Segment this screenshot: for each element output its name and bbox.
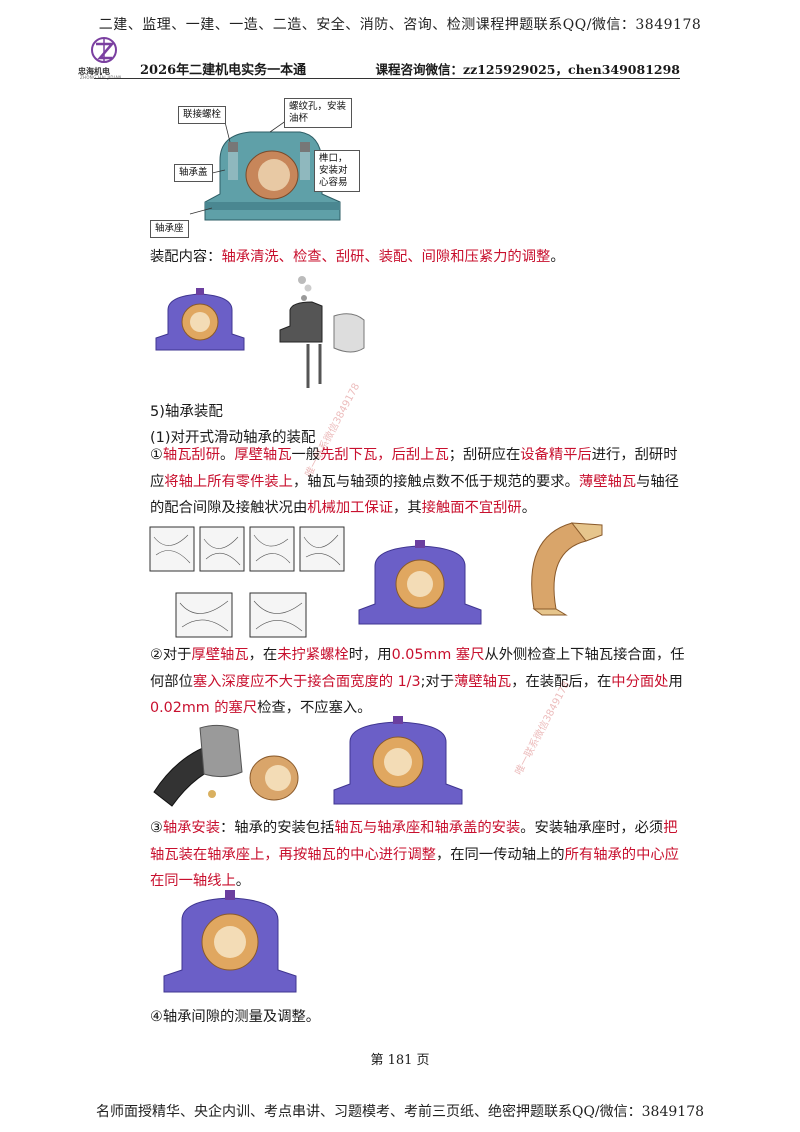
paragraph-clearance: ④轴承间隙的测量及调整。 (150, 1009, 321, 1025)
paragraph-scraping: ①轴瓦刮研。厚壁轴瓦一般先刮下瓦，后刮上瓦；刮研应在设备精平后进行，刮研时应将轴… (150, 447, 679, 516)
label-connecting-bolt: 联接螺栓 (178, 106, 227, 124)
pillow-block-bearing-image (333, 716, 463, 805)
paragraph-feeler-gauge: ②对于厚壁轴瓦，在未拧紧螺栓时，用0.05mm 塞尺从外侧检查上下轴瓦接合面，任… (150, 647, 685, 716)
top-banner: 二建、监理、一建、一造、二造、安全、消防、咨询、检测课程押题联系QQ/微信：38… (98, 17, 702, 33)
bearing-structure-diagram: 联接螺栓 螺纹孔，安装油杯 轴承盖 榫口，安装对心容易 轴承座 (150, 90, 370, 240)
publisher-logo (91, 37, 117, 63)
bearing-cutaway-illustration (189, 109, 341, 221)
assembly-content: 装配内容：轴承清洗、检查、刮研、装配、间隙和压紧力的调整。 (150, 249, 565, 265)
exploded-bearing-image (279, 276, 365, 388)
scraping-pattern-images (149, 526, 345, 638)
pillow-block-bearing-image (155, 288, 245, 351)
book-title: 2026年二建机电实务一本通 (140, 63, 307, 78)
bushing-half-shell-image (531, 522, 603, 616)
bushing-sleeves-image (153, 724, 299, 807)
header-rule (94, 78, 680, 79)
logo-subtitle: ZHONG HAI JIDIAN (80, 75, 122, 80)
label-thread-hole: 螺纹孔，安装油杯 (284, 98, 352, 128)
contact-info: 课程咨询微信：zz125929025，chen349081298 (375, 62, 681, 77)
paragraph-bearing-installation: ③轴承安装：轴承的安装包括轴瓦与轴承座和轴承盖的安装。安装轴承座时，必须把轴瓦装… (150, 820, 679, 889)
page-number: 第 181 页 (370, 1053, 430, 1068)
label-bearing-seat: 轴承座 (150, 220, 189, 238)
pillow-block-bearing-image (358, 540, 482, 625)
subsection-title: (1)对开式滑动轴承的装配 (150, 430, 316, 446)
label-bearing-cap: 轴承盖 (174, 164, 213, 182)
label-rabbet: 榫口，安装对心容易 (314, 150, 360, 192)
section-title: 5)轴承装配 (150, 404, 223, 420)
logo-text: 忠海机电 (78, 67, 110, 76)
pillow-block-bearing-image (163, 890, 297, 993)
bottom-banner: 名师面授精华、央企内训、考点串讲、习题模考、考前三页纸、绝密押题联系QQ/微信：… (95, 1104, 705, 1120)
